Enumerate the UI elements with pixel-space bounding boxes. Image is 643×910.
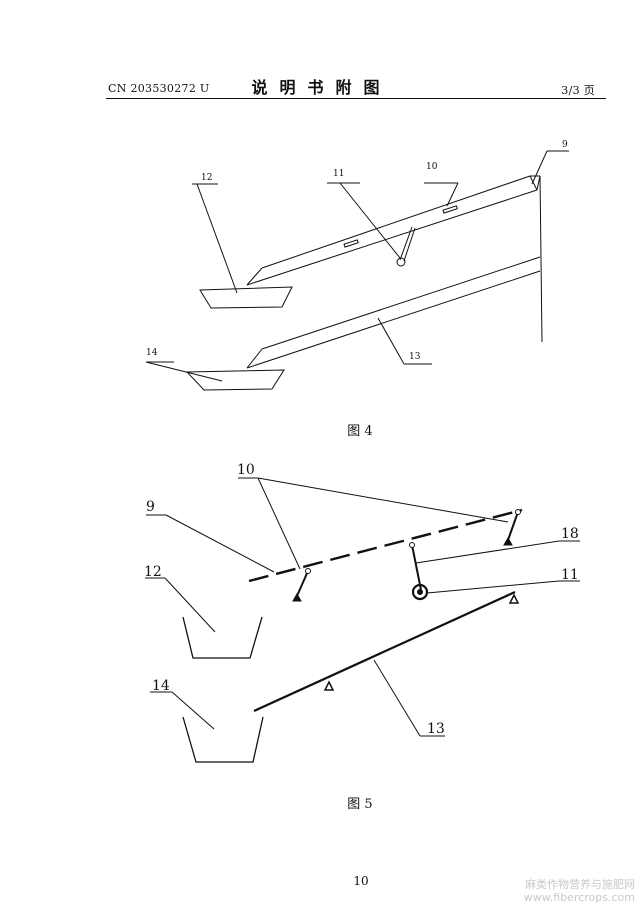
figure-5: 10 9 18 11 12 14 13 [144, 462, 580, 763]
hanger-link-left [292, 568, 311, 602]
dashed-screen-9 [248, 508, 523, 583]
leader-11 [426, 580, 560, 594]
support-left [323, 680, 335, 691]
fig5-label-12: 12 [144, 564, 162, 580]
eccentric-wheel-11 [411, 583, 429, 601]
page-number: 10 [353, 874, 369, 888]
publication-number: CN 203530272 U [108, 82, 210, 95]
watermark-url: www.fibercrops.com [523, 891, 635, 904]
drive-crank [396, 226, 416, 267]
lower-screen-plate [246, 256, 541, 369]
support-right [508, 593, 520, 604]
header-rule [106, 98, 606, 99]
page-count: 3/3 页 [561, 84, 595, 97]
watermark-cn: 麻类作物营养与施肥网 [525, 878, 635, 891]
frame-post [539, 175, 543, 343]
lower-screen-13 [253, 590, 516, 713]
collecting-tray-14 [185, 369, 285, 391]
fig4-label-13: 13 [409, 352, 421, 362]
collecting-tray-14 [182, 716, 264, 763]
fig4-label-11: 11 [333, 169, 344, 179]
collecting-tray-12 [182, 616, 263, 659]
drive-arm-18 [409, 542, 422, 591]
slot-mark [442, 205, 458, 214]
upper-screen-plate [246, 175, 541, 286]
fig5-label-18: 18 [561, 526, 579, 542]
collecting-tray-12 [199, 286, 293, 309]
fig4-label-12: 12 [201, 173, 212, 183]
fig5-label-10: 10 [237, 462, 255, 478]
figure-4: 9 10 11 12 13 14 [145, 140, 569, 391]
figure-5-caption: 图 5 [347, 797, 373, 812]
fig5-label-14: 14 [152, 678, 170, 694]
fig5-label-13: 13 [427, 721, 445, 737]
leader-18 [415, 540, 560, 564]
figure-4-caption: 图 4 [347, 424, 373, 439]
hanger-link-right [503, 509, 521, 546]
fig4-label-10: 10 [426, 162, 438, 172]
fig4-label-9: 9 [562, 140, 568, 150]
page-title: 说明书附图 [251, 78, 392, 97]
slot-mark [343, 239, 359, 248]
fig5-label-9: 9 [146, 499, 155, 515]
watermark: 麻类作物营养与施肥网 www.fibercrops.com [524, 878, 635, 904]
fig5-label-11: 11 [561, 567, 579, 583]
fig4-label-14: 14 [146, 348, 158, 358]
